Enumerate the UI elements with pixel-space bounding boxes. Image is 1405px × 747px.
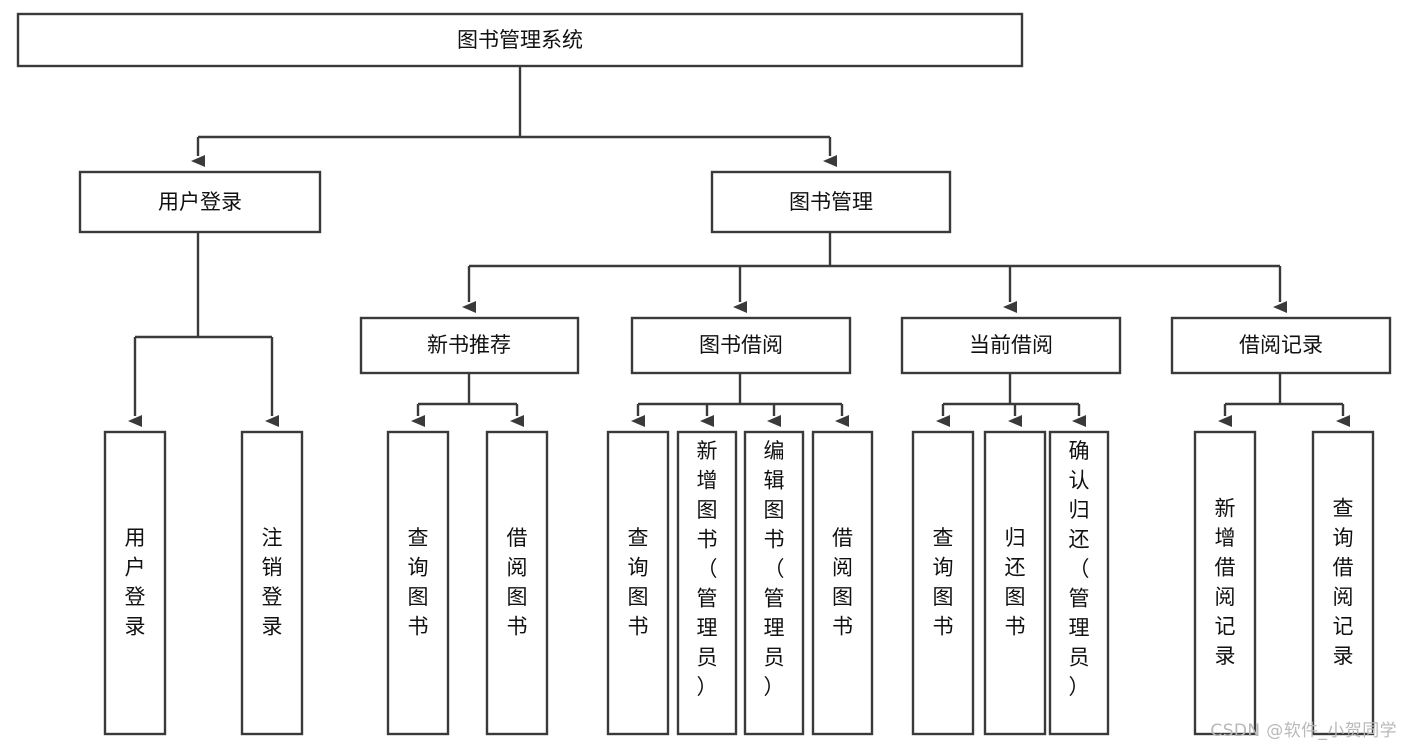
leaf-node-label: 新增图书（管理员）	[697, 439, 718, 699]
leaf-node-label: 查询图书	[628, 526, 649, 639]
node-root-label: 图书管理系统	[457, 28, 583, 52]
node-book-borrow-box	[630, 316, 852, 375]
leaf-node-label: 用户登录	[125, 526, 146, 639]
node-book-borrow-label: 图书借阅	[699, 333, 783, 357]
leaf-node-box	[676, 430, 738, 736]
node-book-management[interactable]: 图书管理	[710, 170, 952, 234]
leaf-node-box	[1193, 430, 1257, 736]
node-user-login[interactable]: 用户登录	[78, 170, 322, 234]
leaf-node-box	[386, 430, 450, 736]
leaf-node[interactable]: 注销登录	[240, 430, 304, 736]
node-root[interactable]: 图书管理系统	[16, 12, 1024, 68]
leaf-node-label: 编辑图书（管理员）	[764, 439, 785, 699]
leaf-node-box	[606, 430, 670, 736]
leaf-node-label: 查询借阅记录	[1333, 496, 1354, 668]
watermark: CSDN @软件_小贺同学	[1210, 721, 1397, 741]
node-borrow-record-label: 借阅记录	[1239, 333, 1323, 357]
node-user-login-label: 用户登录	[158, 190, 242, 214]
leaf-node-box	[485, 430, 549, 736]
leaf-node[interactable]: 查询借阅记录	[1311, 430, 1375, 736]
leaf-node-label: 确认归还（管理员）	[1069, 439, 1090, 699]
leaf-node-label: 注销登录	[262, 526, 283, 639]
node-new-book-recommend[interactable]: 新书推荐	[359, 316, 580, 375]
leaf-node-label: 借阅图书	[507, 526, 528, 639]
node-borrow-record[interactable]: 借阅记录	[1170, 316, 1392, 375]
leaf-node-box	[743, 430, 805, 736]
leaf-node-layer: 用户登录 注销登录 查询图书 借阅图书 查询图书 新增图书（管理员） 编辑图书（管理员） 借阅…	[103, 430, 1375, 736]
node-new-book-recommend-label: 新书推荐	[427, 333, 511, 357]
leaf-node[interactable]: 用户登录	[103, 430, 167, 736]
node-current-borrow[interactable]: 当前借阅	[900, 316, 1122, 375]
leaf-node[interactable]: 归还图书	[983, 430, 1047, 736]
leaf-node[interactable]: 借阅图书	[485, 430, 549, 736]
leaf-node-label: 借阅图书	[832, 526, 853, 639]
leaf-node[interactable]: 编辑图书（管理员）	[743, 430, 805, 736]
leaf-node[interactable]: 新增图书（管理员）	[676, 430, 738, 736]
connector-layer	[128, 66, 1350, 427]
node-book-management-box	[710, 170, 952, 234]
leaf-node-box	[983, 430, 1047, 736]
leaf-node-label: 查询图书	[408, 526, 429, 639]
leaf-node-box	[240, 430, 304, 736]
node-new-book-recommend-box	[359, 316, 580, 375]
leaf-node-box	[1048, 430, 1110, 736]
leaf-node-box	[911, 430, 975, 736]
node-borrow-record-box	[1170, 316, 1392, 375]
leaf-node-box	[811, 430, 874, 736]
leaf-node-box	[103, 430, 167, 736]
leaf-node-label: 归还图书	[1005, 526, 1026, 639]
node-book-borrow[interactable]: 图书借阅	[630, 316, 852, 375]
leaf-node[interactable]: 查询图书	[386, 430, 450, 736]
node-root-box	[16, 12, 1024, 68]
node-current-borrow-box	[900, 316, 1122, 375]
leaf-node[interactable]: 确认归还（管理员）	[1048, 430, 1110, 736]
node-book-management-label: 图书管理	[789, 190, 873, 214]
leaf-node-box	[1311, 430, 1375, 736]
leaf-node-label: 新增借阅记录	[1215, 496, 1236, 668]
leaf-node[interactable]: 查询图书	[911, 430, 975, 736]
node-current-borrow-label: 当前借阅	[969, 333, 1053, 357]
node-user-login-box	[78, 170, 322, 234]
leaf-node[interactable]: 借阅图书	[811, 430, 874, 736]
leaf-node-label: 查询图书	[933, 526, 954, 639]
leaf-node[interactable]: 新增借阅记录	[1193, 430, 1257, 736]
leaf-node[interactable]: 查询图书	[606, 430, 670, 736]
